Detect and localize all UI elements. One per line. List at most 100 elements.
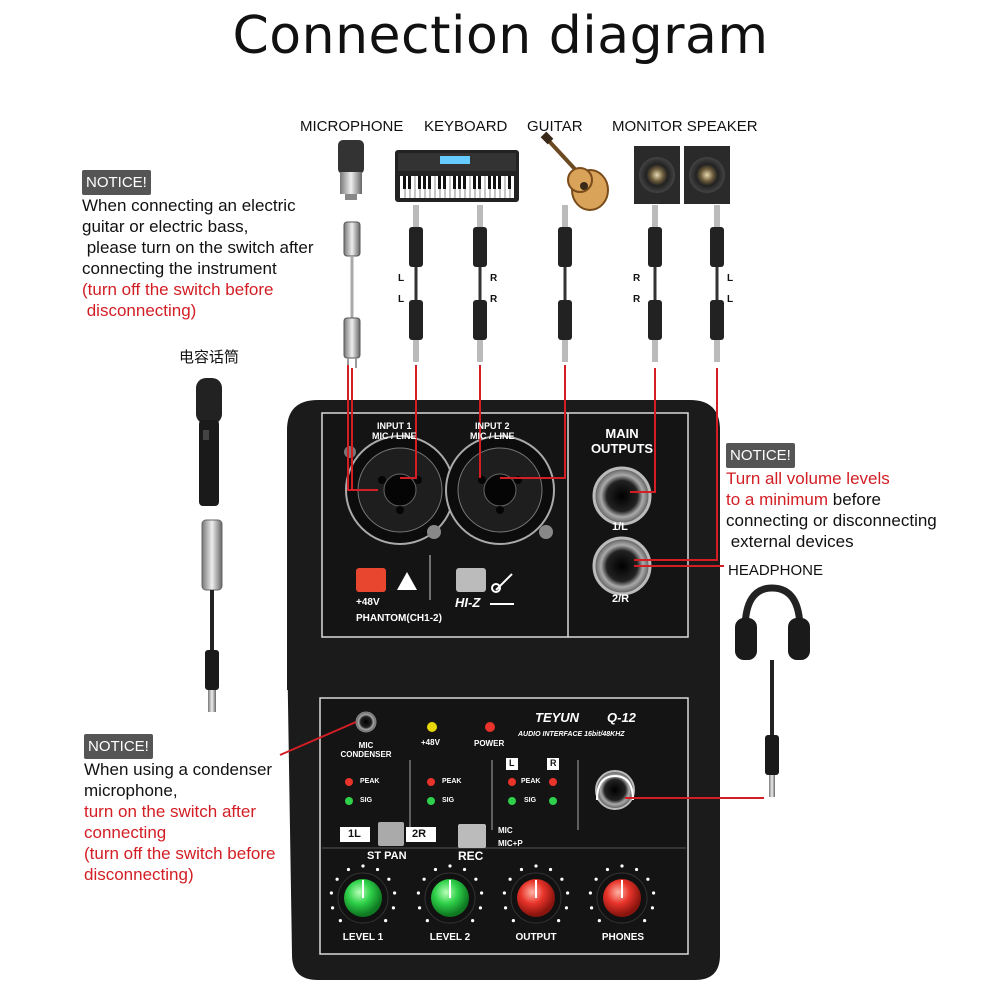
headphone-label: HEADPHONE bbox=[728, 562, 824, 579]
mic-condenser-line2: CONDENSER bbox=[340, 750, 392, 759]
input1-label-line1: INPUT 1 bbox=[376, 421, 412, 431]
volume-knob bbox=[588, 864, 656, 924]
guitar-symbol-icon bbox=[491, 573, 513, 593]
notice-condenser: NOTICE! When using a condenser microphon… bbox=[84, 734, 276, 885]
pan-1l-label: 1L bbox=[348, 828, 361, 840]
jack-plug-icon bbox=[409, 205, 423, 362]
notice-warning-line: to a minimum bbox=[726, 490, 829, 509]
monitor-speaker-label: MONITOR SPEAKER bbox=[612, 118, 758, 135]
pan-2r-box bbox=[406, 827, 436, 842]
phantom-power-switch bbox=[356, 568, 386, 592]
monitor-speaker-icon bbox=[634, 146, 730, 204]
jack-cable-icon bbox=[409, 205, 724, 362]
jack-plug-icon bbox=[710, 205, 724, 362]
input2-label-line1: INPUT 2 bbox=[474, 421, 510, 431]
diagram-title: Connection diagram bbox=[232, 6, 769, 66]
channel-label: R bbox=[490, 294, 498, 305]
notice-badge: NOTICE! bbox=[84, 734, 153, 759]
pan-1l-box bbox=[340, 827, 370, 842]
peak-led-1 bbox=[345, 778, 353, 786]
rec-switch bbox=[458, 824, 486, 848]
main-output-left-jack bbox=[592, 466, 652, 526]
phantom-label: PHANTOM(CH1-2) bbox=[356, 613, 442, 624]
r-channel-label: R bbox=[550, 758, 557, 768]
main-outputs-label: MAIN OUTPUTS bbox=[588, 426, 656, 456]
notice-warning-line: disconnecting) bbox=[84, 865, 194, 884]
studio-microphone-icon bbox=[338, 140, 364, 200]
phantom-led-label: +48V bbox=[421, 738, 440, 747]
peak-led-r bbox=[549, 778, 557, 786]
knob-group bbox=[329, 864, 656, 924]
sig-led-l bbox=[508, 797, 516, 805]
volume-knob bbox=[416, 864, 484, 924]
headphone-icon bbox=[735, 584, 810, 797]
notice-line: before bbox=[828, 490, 881, 509]
channel-label: L bbox=[727, 273, 734, 284]
notice-line: external devices bbox=[726, 532, 854, 551]
mic-condenser-label: MIC CONDENSER bbox=[334, 741, 398, 759]
condenser-mic-label: 电容话筒 bbox=[179, 349, 240, 366]
peak-led-2 bbox=[427, 778, 435, 786]
main-outputs-line1: MAIN bbox=[605, 426, 639, 441]
notice-line: When connecting an electric bbox=[82, 196, 296, 215]
notice-badge: NOTICE! bbox=[82, 170, 151, 195]
input2-label: INPUT 2 MIC / LINE bbox=[470, 421, 515, 441]
channel-label: L bbox=[398, 294, 405, 305]
input2-label-line2: MIC / LINE bbox=[470, 431, 515, 441]
notice-warning-line: turn on the switch after bbox=[84, 802, 256, 821]
notice-warning-line: connecting bbox=[84, 823, 167, 842]
phantom-voltage-label: +48V bbox=[356, 597, 380, 608]
peak-led-l bbox=[508, 778, 516, 786]
audio-interface-device bbox=[287, 400, 720, 980]
channel-label: L bbox=[398, 273, 405, 284]
keyboard-label: KEYBOARD bbox=[424, 118, 508, 135]
phantom-led bbox=[427, 722, 437, 732]
pan-2r-label: 2R bbox=[412, 828, 427, 840]
input2-combo-jack bbox=[445, 435, 555, 545]
input1-label-line2: MIC / LINE bbox=[372, 431, 417, 441]
guitar-icon bbox=[540, 131, 609, 211]
warning-icon bbox=[397, 572, 417, 590]
rec-micp-label: MIC+P bbox=[498, 839, 523, 848]
r-channel-box bbox=[547, 758, 559, 770]
channel-label: R bbox=[490, 273, 498, 284]
mic-condenser-line1: MIC bbox=[358, 741, 374, 750]
notice-line: microphone, bbox=[84, 781, 178, 800]
output-label: OUTPUT bbox=[515, 932, 557, 943]
st-pan-switch bbox=[378, 822, 404, 846]
sig-label: SIG bbox=[360, 797, 373, 804]
condenser-microphone-icon bbox=[196, 378, 222, 506]
sig-label: SIG bbox=[524, 797, 537, 804]
mic-condenser-jack bbox=[355, 711, 377, 733]
l-channel-label: L bbox=[509, 758, 515, 768]
keyboard-icon bbox=[395, 150, 519, 202]
main-outputs-line2: OUTPUTS bbox=[590, 441, 654, 456]
brand-label: TEYUN bbox=[535, 710, 580, 725]
rec-label: REC bbox=[458, 849, 484, 863]
sig-led-r bbox=[549, 797, 557, 805]
headphone-jack bbox=[595, 770, 635, 810]
l-channel-box bbox=[506, 758, 518, 770]
input1-label: INPUT 1 MIC / LINE bbox=[372, 421, 417, 441]
hiz-label: HI-Z bbox=[455, 595, 481, 610]
level1-label: LEVEL 1 bbox=[342, 932, 384, 943]
peak-label: PEAK bbox=[442, 778, 462, 785]
microphone-label: MICROPHONE bbox=[300, 118, 404, 135]
power-led bbox=[485, 722, 495, 732]
xlr-cable-icon bbox=[343, 221, 361, 368]
notice-warning-line: Turn all volume levels bbox=[726, 469, 890, 488]
notice-warning-line: (turn off the switch before bbox=[82, 280, 274, 299]
notice-warning-line: (turn off the switch before bbox=[84, 844, 276, 863]
channel-label: R bbox=[633, 294, 641, 305]
phones-label: PHONES bbox=[601, 932, 645, 943]
sig-led-1 bbox=[345, 797, 353, 805]
sig-label: SIG bbox=[442, 797, 455, 804]
sig-led-2 bbox=[427, 797, 435, 805]
notice-badge: NOTICE! bbox=[726, 443, 795, 468]
notice-line: please turn on the switch after bbox=[82, 238, 314, 257]
power-label: POWER bbox=[474, 739, 505, 748]
headphone-symbol-icon bbox=[596, 774, 634, 801]
peak-label: PEAK bbox=[521, 778, 541, 785]
volume-knob bbox=[329, 864, 397, 924]
